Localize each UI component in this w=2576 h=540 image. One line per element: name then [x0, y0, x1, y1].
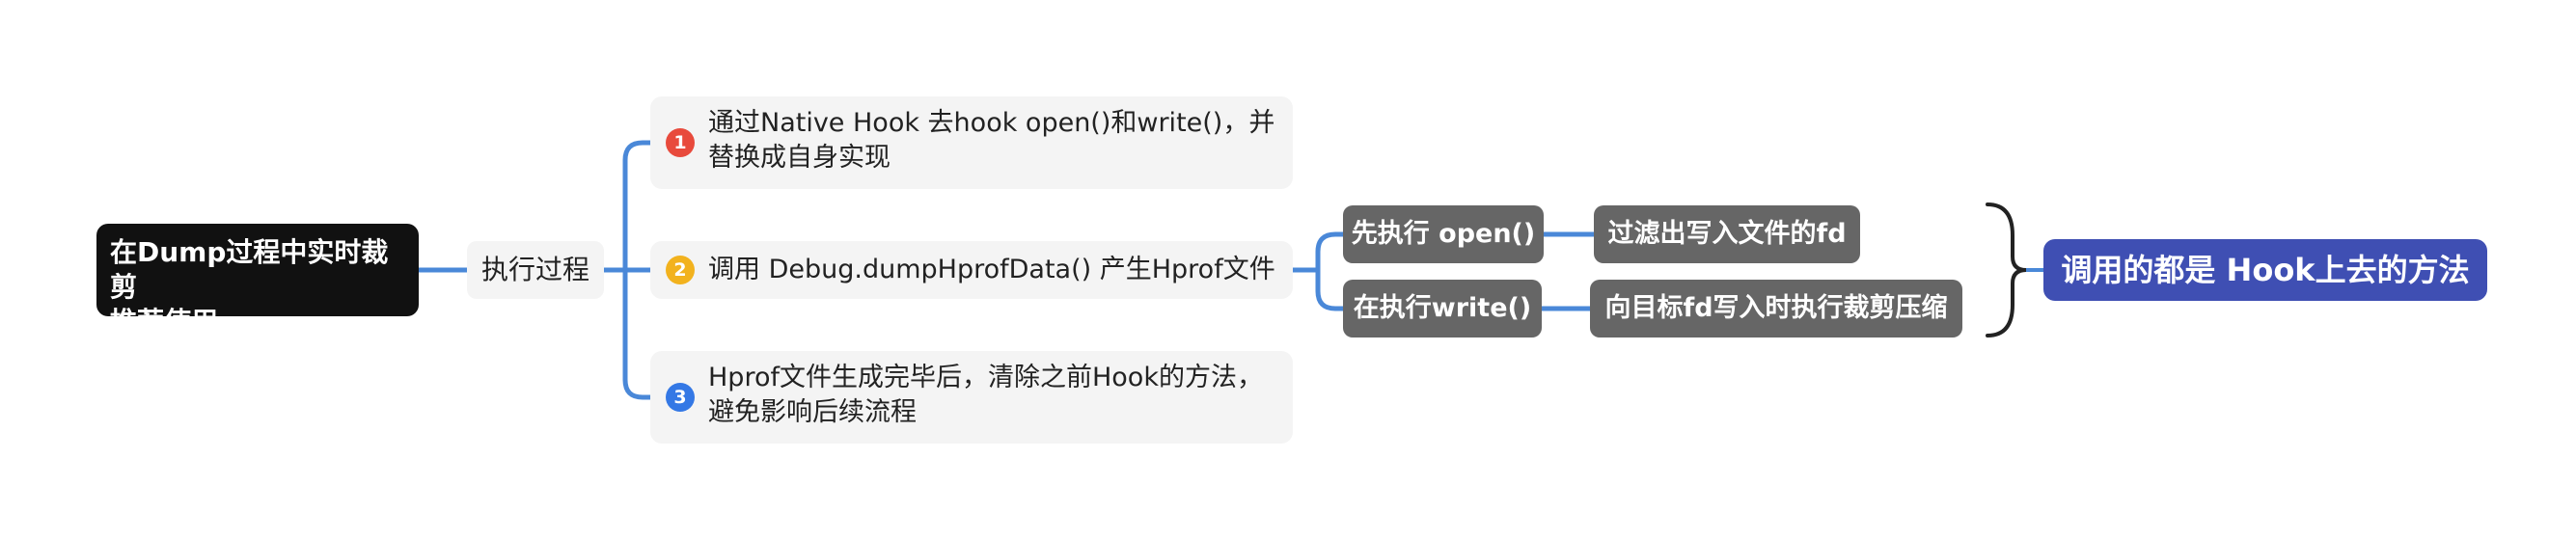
summary-node[interactable]: 调用的都是 Hook上去的方法	[2043, 239, 2487, 301]
substep-write-label: 在执行write()	[1353, 293, 1532, 323]
summary-label: 调用的都是 Hook上去的方法	[2061, 252, 2470, 288]
substep-write-node[interactable]: 在执行write()	[1343, 280, 1542, 338]
step-2-text: 调用 Debug.dumpHprofData() 产生Hprof文件	[708, 255, 1275, 284]
step-1-text-line2: 替换成自身实现	[708, 143, 891, 173]
detail-filter-fd-label: 过滤出写入文件的fd	[1607, 219, 1847, 249]
step-node-2[interactable]: 2 调用 Debug.dumpHprofData() 产生Hprof文件	[650, 241, 1293, 299]
summary-brace	[1986, 202, 2027, 338]
substep-open-node[interactable]: 先执行 open()	[1343, 205, 1544, 263]
root-title: 在Dump过程中实时裁剪	[110, 236, 389, 303]
detail-trim-compress-label: 向目标fd写入时执行裁剪压缩	[1604, 293, 1948, 323]
root-subtitle: 推荐使用	[110, 306, 219, 338]
process-label: 执行过程	[480, 254, 589, 285]
step-3-number-badge: 3	[666, 383, 695, 412]
step2-to-substeps-connector	[1290, 231, 1346, 311]
detail-filter-fd-node[interactable]: 过滤出写入文件的fd	[1594, 205, 1860, 263]
step-1-text-line1: 通过Native Hook 去hook open()和write()，并	[708, 108, 1275, 138]
step-2-number-badge: 2	[666, 256, 695, 284]
step-node-1[interactable]: 1 通过Native Hook 去hook open()和write()，并 替…	[650, 96, 1293, 189]
step-3-text-line1: Hprof文件生成完毕后，清除之前Hook的方法，	[708, 363, 1263, 392]
step-1-number-badge: 1	[666, 128, 695, 157]
process-to-steps-connector	[601, 140, 653, 400]
substep-open-label: 先执行 open()	[1351, 219, 1536, 249]
root-node[interactable]: 在Dump过程中实时裁剪 推荐使用	[96, 224, 419, 338]
step-node-3[interactable]: 3 Hprof文件生成完毕后，清除之前Hook的方法， 避免影响后续流程	[650, 351, 1293, 444]
step-3-text-line2: 避免影响后续流程	[708, 397, 917, 427]
process-node[interactable]: 执行过程	[467, 241, 604, 299]
detail-trim-compress-node[interactable]: 向目标fd写入时执行裁剪压缩	[1590, 280, 1962, 338]
